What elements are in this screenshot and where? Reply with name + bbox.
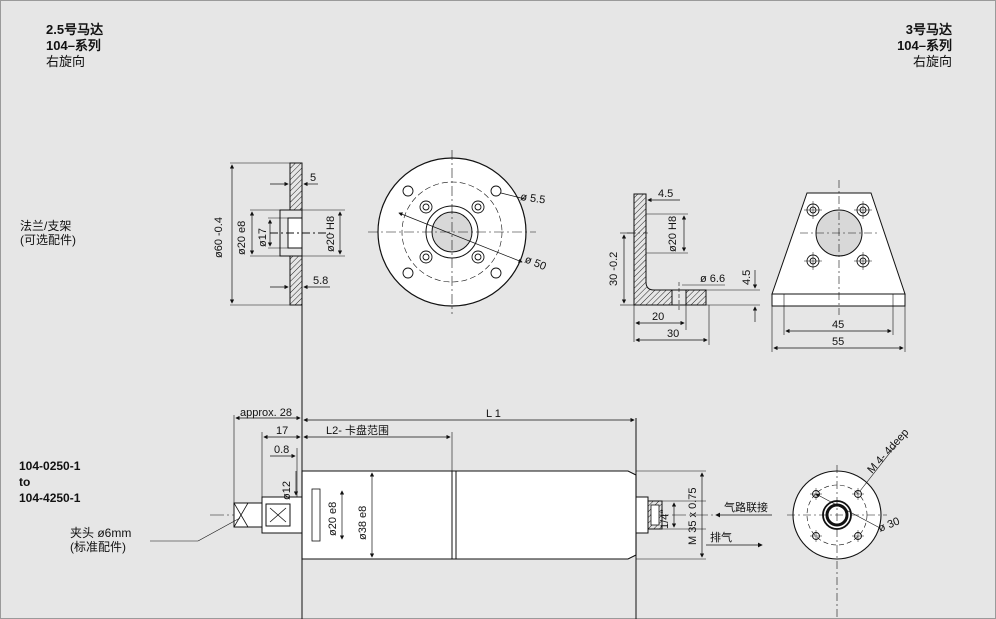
dim-flange-outer: ø60 -0.4: [213, 217, 225, 258]
bracket-front-view: [771, 180, 906, 352]
dim-flange-bore: ø20 e8: [236, 221, 248, 255]
collet-note: (标准配件): [70, 540, 126, 554]
dim-bracket-20: 20: [652, 311, 664, 323]
dim-flange-step: 5.8: [313, 275, 328, 287]
dim-bracket-height: 30 -0.2: [608, 252, 620, 286]
model-from: 104-0250-1: [19, 459, 81, 473]
dim-flange-hole: ø20 H8: [325, 216, 337, 252]
motor-side-view: [150, 305, 772, 619]
dim-bracket-30: 30: [667, 328, 679, 340]
dim-end-thread: M 4- 4deep: [865, 427, 911, 476]
dim-face-pcd: ø 50: [523, 254, 548, 273]
dim-motor-d20: ø20 e8: [327, 502, 339, 536]
dim-motor-L2: L2- 卡盘范围: [326, 423, 389, 437]
dim-motor-17: 17: [276, 425, 288, 437]
flange-face-view: [368, 150, 536, 314]
flange-section-view: [229, 162, 345, 420]
dim-bracket-top: 4.5: [658, 188, 673, 200]
flange-bracket-note: (可选配件): [20, 233, 76, 247]
dim-motor-0-8: 0.8: [274, 444, 289, 456]
dim-bracket-front-45: 45: [832, 319, 844, 331]
dim-face-holes: ø 5.5: [520, 191, 547, 206]
dim-bracket-front-55: 55: [832, 336, 844, 348]
model-range: 104-0250-1 to 104-4250-1: [19, 458, 80, 506]
header-left-title: 2.5号马达: [46, 22, 104, 37]
dim-flange-thickness: 5: [310, 172, 316, 184]
header-left-rotation: 右旋向: [46, 54, 86, 69]
collet-title: 夹头 ø6mm: [70, 526, 132, 540]
motor-end-view: [787, 444, 897, 619]
dim-motor-d12: ø12: [281, 481, 293, 500]
dim-motor-d38: ø38 e8: [357, 506, 369, 540]
dim-motor-quarter: 1/4": [659, 510, 671, 529]
dim-bracket-bore: ø20 H8: [667, 216, 679, 252]
dim-bracket-hole: ø 6.6: [700, 273, 725, 285]
dim-motor-thread: M 35 x 0.75: [687, 488, 699, 545]
bracket-side-view: [620, 193, 760, 345]
exhaust-label: 排气: [710, 530, 732, 544]
header-motor-3: 3号马达 104–系列 右旋向: [897, 22, 952, 70]
collet-label: 夹头 ø6mm (标准配件): [70, 526, 131, 554]
air-inlet-label: 气路联接: [724, 500, 768, 514]
dim-motor-approx: approx. 28: [240, 407, 292, 419]
header-right-series: 104–系列: [897, 38, 952, 53]
model-to: 104-4250-1: [19, 491, 81, 505]
header-motor-2-5: 2.5号马达 104–系列 右旋向: [46, 22, 103, 70]
dim-flange-inner: ø17: [257, 228, 269, 247]
model-to-word: to: [19, 475, 31, 489]
header-right-rotation: 右旋向: [912, 54, 952, 69]
flange-bracket-title: 法兰/支架: [20, 219, 72, 233]
flange-bracket-label: 法兰/支架 (可选配件): [20, 219, 76, 247]
dim-motor-L1: L 1: [486, 408, 501, 420]
header-right-title: 3号马达: [905, 22, 952, 37]
header-left-series: 104–系列: [46, 38, 101, 53]
dim-bracket-thick: 4.5: [741, 270, 753, 285]
